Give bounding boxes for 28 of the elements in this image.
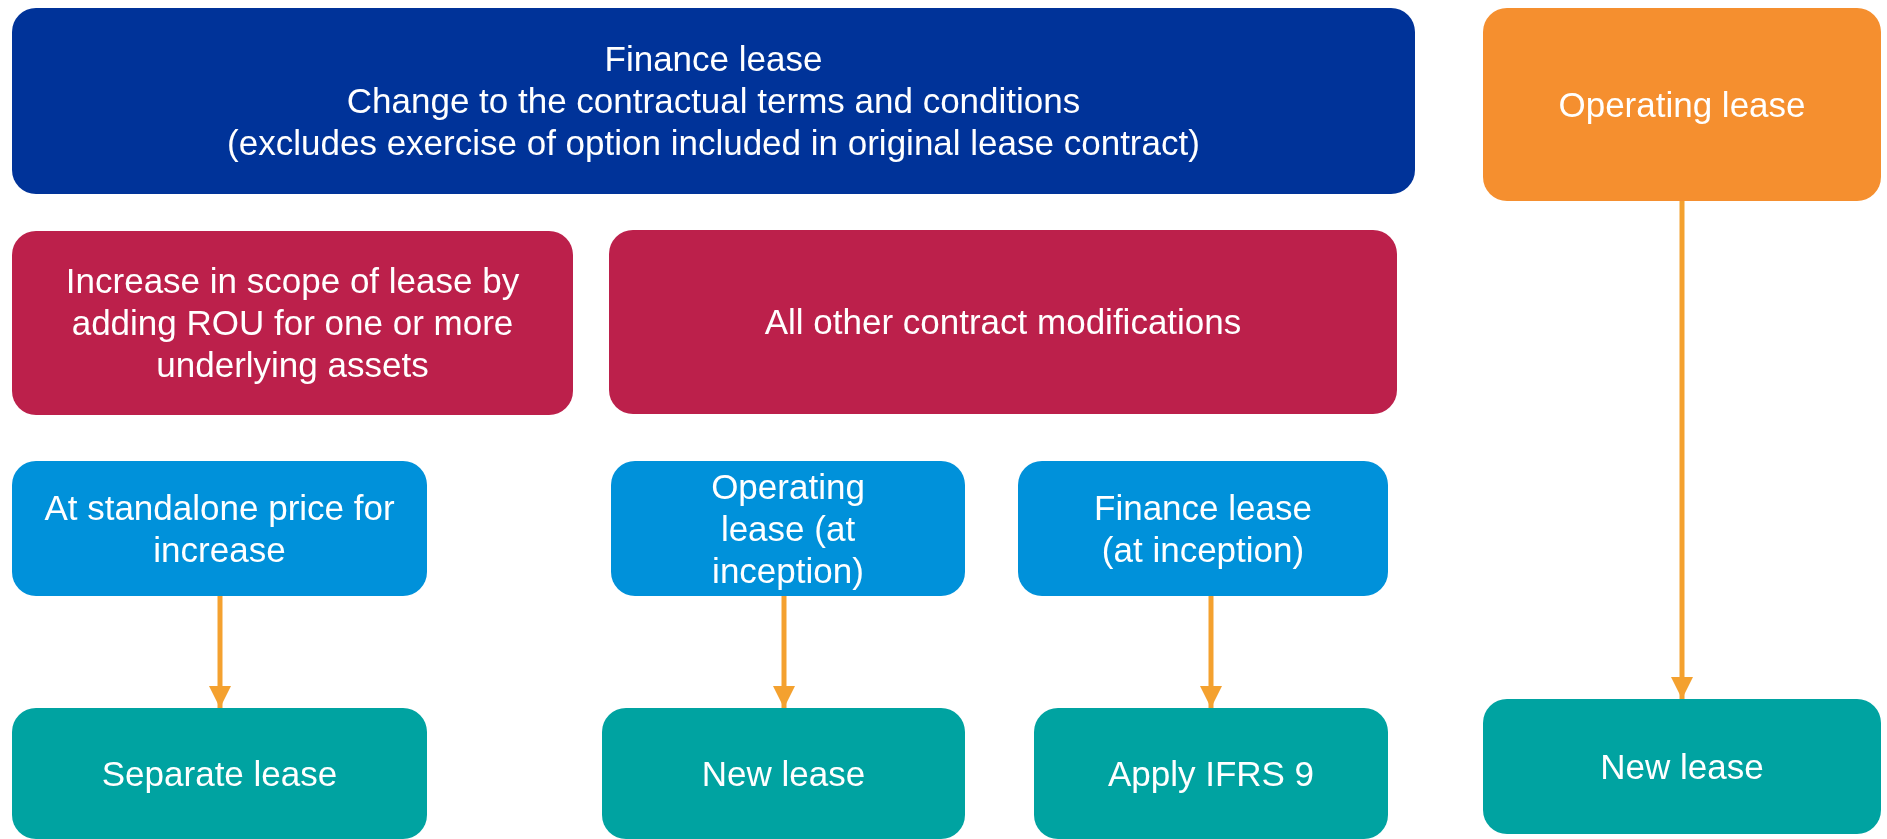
category-box [12, 231, 573, 415]
arrow [773, 596, 795, 708]
box-heading: Finance lease [604, 38, 823, 80]
box-label: New lease [1600, 745, 1764, 788]
box-label: Operating lease [1558, 83, 1806, 126]
box-label: Apply IFRS 9 [1107, 752, 1315, 795]
outcome-box [12, 708, 427, 839]
header-box [12, 8, 1415, 194]
arrow [1200, 596, 1222, 708]
box-label: Increase in scope of lease by adding ROU for one or more underlying assets [64, 260, 521, 386]
category-box [609, 230, 1397, 414]
arrow [209, 596, 231, 708]
condition-box [12, 461, 427, 596]
box-label: (excludes exercise of option included in original lease contract) [227, 122, 1200, 164]
box-label: Separate lease [101, 752, 338, 795]
outcome-box [602, 708, 965, 839]
box-label: Change to the contractual terms and conditions [346, 80, 1081, 122]
box-label: At standalone price for increase [43, 486, 396, 571]
condition-box [1018, 461, 1388, 596]
arrow [1671, 201, 1693, 699]
outcome-box [1483, 699, 1881, 834]
header-box [1483, 8, 1881, 201]
box-label: Operating lease (at inception) [710, 465, 866, 592]
outcome-box [1034, 708, 1388, 839]
condition-box [611, 461, 965, 596]
box-label: New lease [701, 752, 866, 795]
box-label: Finance lease (at inception) [1093, 486, 1313, 571]
box-label: All other contract modifications [764, 301, 1242, 343]
